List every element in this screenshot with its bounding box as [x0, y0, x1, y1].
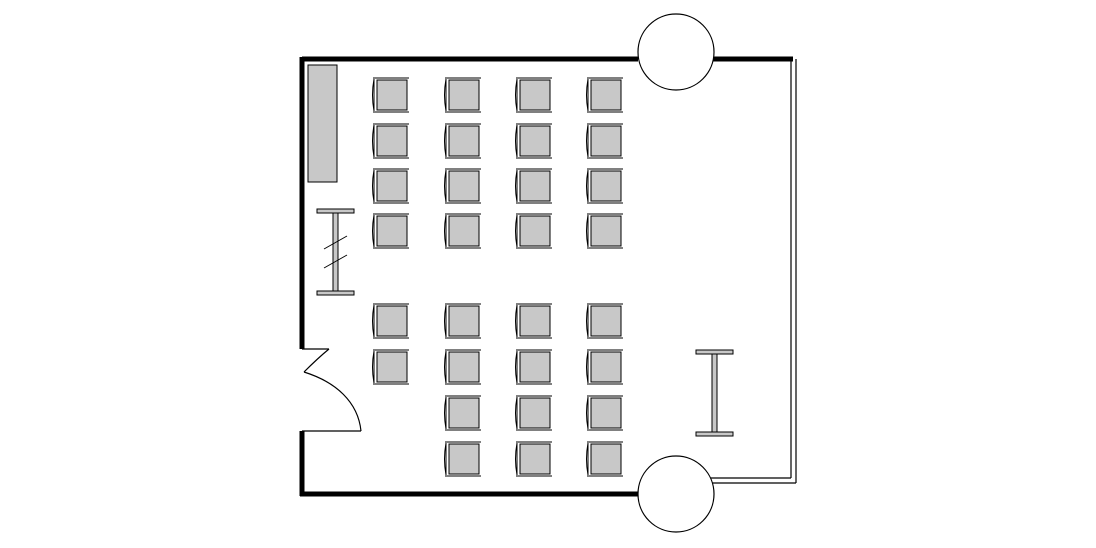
- chair-seat: [376, 351, 408, 383]
- chair: [586, 441, 623, 477]
- break-mark-1: [323, 235, 348, 250]
- chair-seat: [590, 305, 622, 337]
- chair: [586, 303, 623, 339]
- chair-seat: [519, 215, 551, 247]
- door: [302, 348, 362, 432]
- chair-seat: [448, 397, 480, 429]
- chair-seat: [376, 215, 408, 247]
- chair: [444, 441, 481, 477]
- chair-seat: [590, 215, 622, 247]
- chair-seat: [448, 170, 480, 202]
- lectern-top: [316, 208, 355, 214]
- chair-seat: [448, 215, 480, 247]
- chair: [515, 441, 552, 477]
- whiteboard: [307, 64, 338, 183]
- chair-seat: [448, 79, 480, 111]
- chair: [444, 213, 481, 249]
- chair: [372, 213, 409, 249]
- chair: [444, 168, 481, 204]
- chair-seat: [376, 125, 408, 157]
- chair-seat: [448, 125, 480, 157]
- chair: [372, 77, 409, 113]
- chair-seat: [519, 125, 551, 157]
- podium-east: [695, 349, 734, 437]
- lectern-stem: [332, 212, 339, 292]
- chair: [372, 349, 409, 385]
- break-mark-2: [323, 254, 348, 269]
- chair-seat: [376, 170, 408, 202]
- chair-seat: [519, 305, 551, 337]
- door-leaf-upper: [303, 348, 330, 373]
- chair-grid: [372, 77, 623, 477]
- chair: [586, 349, 623, 385]
- chair: [444, 123, 481, 159]
- chair-seat: [590, 397, 622, 429]
- chair: [372, 168, 409, 204]
- chair: [515, 77, 552, 113]
- column-post-south: [637, 455, 715, 533]
- chair-seat: [590, 79, 622, 111]
- podium-top: [695, 349, 734, 355]
- chair-seat: [376, 79, 408, 111]
- chair-seat: [448, 305, 480, 337]
- chair-seat: [519, 443, 551, 475]
- door-swing-arc: [303, 371, 362, 432]
- door-opening: [302, 349, 305, 431]
- chair: [586, 168, 623, 204]
- chair: [515, 349, 552, 385]
- chair-seat: [519, 397, 551, 429]
- chair-seat: [448, 351, 480, 383]
- chair-seat: [590, 351, 622, 383]
- chair-seat: [376, 305, 408, 337]
- chair: [586, 213, 623, 249]
- chair: [515, 395, 552, 431]
- chair-seat: [590, 443, 622, 475]
- chair-seat: [590, 125, 622, 157]
- chair-seat: [519, 170, 551, 202]
- chair: [586, 77, 623, 113]
- chair-seat: [590, 170, 622, 202]
- chair: [515, 303, 552, 339]
- column-post-north: [637, 13, 715, 91]
- chair-seat: [519, 351, 551, 383]
- walls: [299, 56, 797, 497]
- chair: [515, 123, 552, 159]
- lectern-base: [316, 290, 355, 296]
- chair: [372, 303, 409, 339]
- podium-base: [695, 431, 734, 437]
- podium-stem: [711, 353, 718, 433]
- chair-seat: [448, 443, 480, 475]
- chair: [515, 168, 552, 204]
- column-posts: [637, 13, 715, 533]
- chair: [372, 123, 409, 159]
- chair: [515, 213, 552, 249]
- chair: [444, 303, 481, 339]
- chair: [444, 395, 481, 431]
- chair: [586, 395, 623, 431]
- chair-seat: [519, 79, 551, 111]
- chair: [444, 77, 481, 113]
- chair: [586, 123, 623, 159]
- lectern-west: [316, 208, 355, 296]
- chair: [444, 349, 481, 385]
